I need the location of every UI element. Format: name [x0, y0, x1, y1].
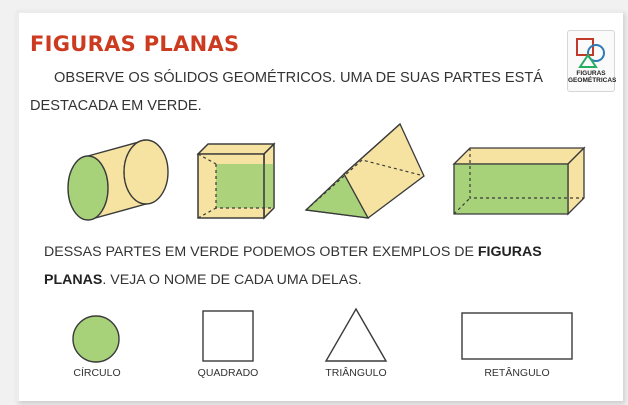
- intro-line-2: DESTACADA EM VERDE.: [30, 98, 202, 114]
- explanation-part-1: DESSAS PARTES EM VERDE PODEMOS OBTER EXE…: [44, 244, 478, 260]
- figures-badge: FIGURAS GEOMÉTRICAS: [567, 30, 617, 92]
- explanation-text: DESSAS PARTES EM VERDE PODEMOS OBTER EXE…: [44, 238, 584, 294]
- intro-line-1: OBSERVE OS SÓLIDOS GEOMÉTRICOS. UMA DE S…: [54, 70, 544, 86]
- explanation-bold-2: PLANAS: [44, 272, 103, 288]
- intro-text: OBSERVE OS SÓLIDOS GEOMÉTRICOS. UMA DE S…: [30, 64, 590, 120]
- cube-solid: [196, 142, 276, 220]
- triangle-label: TRIÂNGULO: [325, 367, 387, 379]
- page-title: FIGURAS PLANAS: [30, 32, 240, 56]
- cylinder-solid: [67, 139, 169, 221]
- badge-line-2: GEOMÉTRICAS: [568, 77, 617, 84]
- explanation-part-2: . VEJA O NOME DE CADA UMA DELAS.: [102, 272, 362, 288]
- square-shape: [202, 310, 254, 362]
- geometric-figures-icon: [576, 38, 605, 68]
- badge-caption: FIGURAS GEOMÉTRICAS: [568, 70, 617, 84]
- square-label: QUADRADO: [197, 367, 259, 379]
- rectangular-prism-solid: [452, 146, 586, 216]
- triangular-prism-solid: [304, 122, 425, 219]
- rectangle-shape: [461, 312, 573, 360]
- triangle-shape: [324, 307, 388, 362]
- rectangle-label: RETÂNGULO: [484, 367, 550, 379]
- explanation-bold-1: FIGURAS: [477, 244, 542, 260]
- circle-label: CÍRCULO: [73, 367, 121, 379]
- circle-shape: [72, 315, 120, 363]
- badge-line-1: FIGURAS: [576, 70, 606, 77]
